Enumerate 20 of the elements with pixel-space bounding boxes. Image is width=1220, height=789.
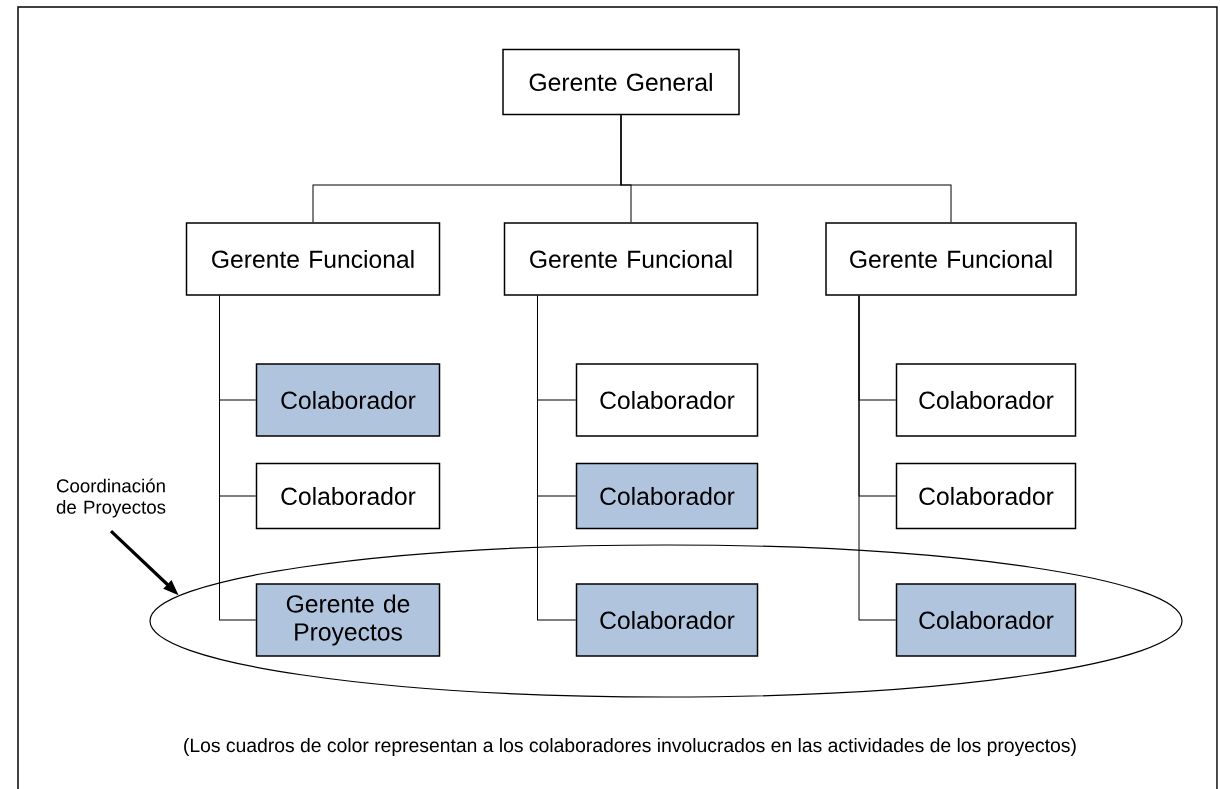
org-box: Gerente de Proyectos: [255, 583, 441, 657]
connector-line: [219, 295, 257, 621]
org-box: Colaborador: [255, 363, 441, 437]
org-box: Gerente Funcional: [503, 222, 759, 296]
connector-line: [620, 114, 952, 223]
caption-text: (Los cuadros de color representan a los colaboradores involucrados en las actividades de los proyectos): [184, 738, 1076, 756]
org-box: Colaborador: [255, 462, 441, 530]
org-box: Gerente General: [502, 48, 740, 116]
org-box: Colaborador: [575, 583, 759, 657]
connector-line: [537, 295, 577, 621]
org-box: Gerente Funcional: [825, 222, 1077, 296]
org-box: Gerente Funcional: [185, 222, 441, 296]
connector-line: [858, 295, 897, 621]
group-ellipse: [149, 544, 1183, 698]
org-box: Colaborador: [575, 462, 759, 530]
org-box: Colaborador: [575, 363, 759, 437]
callout-text: Coordinación de Proyectos: [56, 478, 166, 518]
org-box: Colaborador: [895, 462, 1077, 530]
org-box: Colaborador: [895, 583, 1077, 657]
org-box: Colaborador: [895, 363, 1077, 437]
